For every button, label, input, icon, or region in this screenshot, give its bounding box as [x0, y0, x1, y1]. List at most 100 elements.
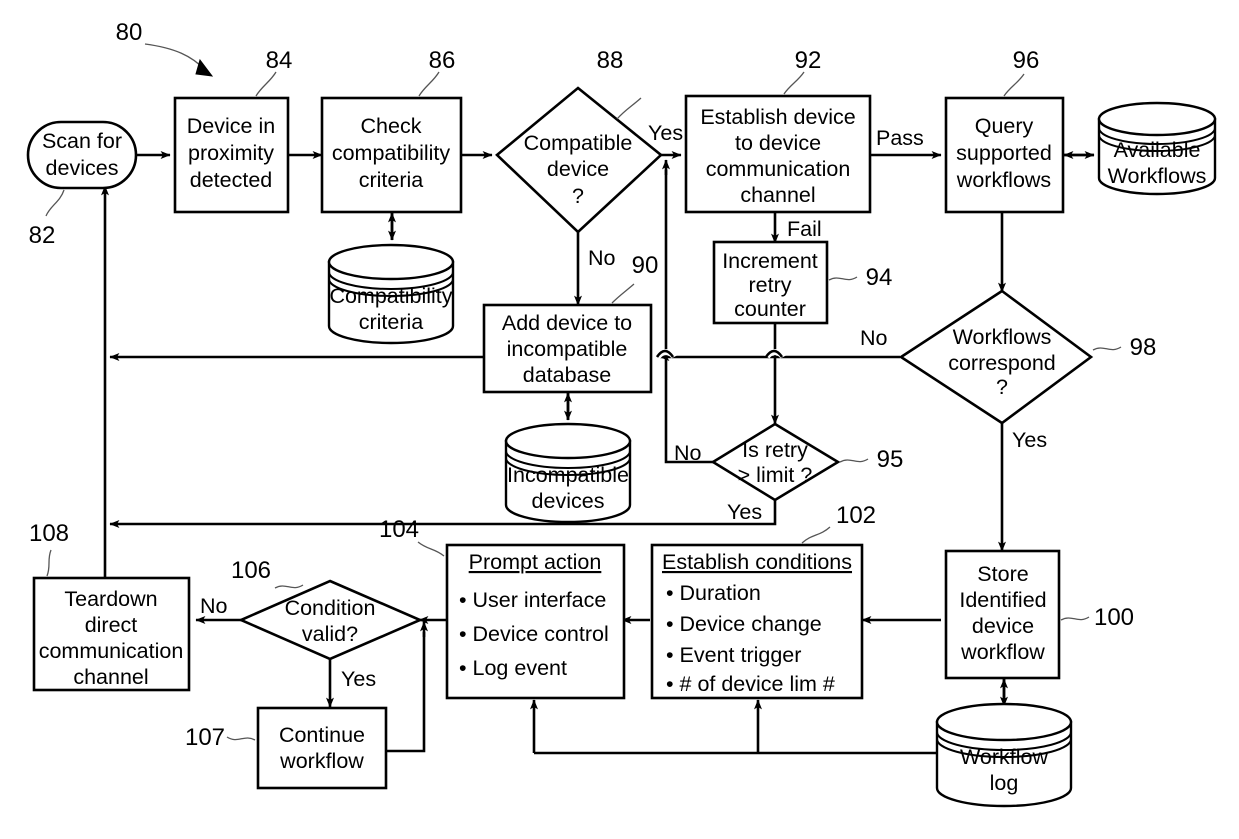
edge-label-compat-yes: Yes	[648, 121, 683, 145]
node-add-device-incompatible[interactable]: Add device to incompatible database 90	[482, 252, 658, 394]
node-incompatible-devices-db[interactable]: Incompatible devices	[504, 422, 632, 524]
ref-label-106: 106	[231, 557, 271, 584]
ref-98-leader	[1092, 346, 1122, 351]
query-shape	[944, 96, 1065, 214]
prompt-bullet-0: • User interface	[459, 588, 606, 612]
ref-84-leader	[255, 71, 277, 97]
edge-label-workflows-no: No	[860, 326, 888, 350]
compat-db-ring2	[328, 278, 454, 297]
ref-label-80: 80	[116, 19, 143, 46]
retry-label-2: > limit ?	[738, 463, 813, 487]
prompt-title: Prompt action	[469, 550, 602, 574]
ref-label-100: 100	[1094, 604, 1134, 631]
ref-label-104: 104	[379, 516, 419, 543]
node-increment-retry-counter[interactable]: Increment retry counter 94	[712, 240, 892, 325]
ref-102-leader	[801, 526, 831, 544]
teardown-label-2: direct	[85, 613, 138, 637]
edge-retry-no-path	[664, 170, 714, 464]
node-store-identified-workflow[interactable]: Store Identified device workflow 100	[944, 549, 1134, 680]
conditions-shape	[650, 543, 864, 700]
node-compatibility-criteria-db[interactable]: Compatibility criteria	[327, 243, 455, 345]
node-workflows-correspond-decision[interactable]: Workflows correspond ? 98	[898, 289, 1157, 425]
edge-retry-yes-path	[109, 500, 777, 528]
edge-label-retry-no: No	[674, 441, 702, 465]
node-device-in-proximity-detected[interactable]: Device in proximity detected 84	[173, 47, 292, 214]
incompat-db-label-2: devices	[532, 489, 605, 513]
avail-db-ring2	[1098, 134, 1216, 152]
ref-92-leader	[783, 71, 805, 95]
query-label-3: workflows	[956, 168, 1051, 192]
ref-80-arrowhead	[195, 58, 214, 77]
check-shape	[320, 96, 463, 214]
ref-label-108: 108	[29, 520, 69, 547]
store-label-3: device	[972, 614, 1034, 638]
ref-107-leader	[226, 736, 256, 741]
conditions-title: Establish conditions	[662, 550, 852, 574]
incompat-db-body	[504, 439, 632, 524]
avail-db-ring1	[1098, 127, 1216, 145]
log-db-top	[935, 702, 1073, 742]
continue-shape	[256, 706, 388, 790]
node-teardown-channel[interactable]: Teardown direct communication channel 10…	[29, 520, 191, 692]
proximity-shape	[173, 96, 290, 214]
continue-label-2: workflow	[279, 749, 364, 773]
establish-label-2: to device	[735, 131, 821, 155]
condition-label-2: valid?	[302, 622, 358, 646]
conditions-bullet-0: • Duration	[666, 581, 761, 605]
add-label-1: Add device to	[502, 311, 632, 335]
line-hops	[655, 349, 786, 359]
proximity-label-1: Device in	[187, 114, 275, 138]
ref-94-leader	[828, 276, 858, 281]
check-label-2: compatibility	[332, 141, 451, 165]
check-label-3: criteria	[359, 168, 424, 192]
node-workflow-log-db[interactable]: Workflow log	[935, 702, 1073, 808]
add-label-3: database	[523, 363, 611, 387]
hop-arc-2	[764, 349, 784, 358]
teardown-label-4: channel	[73, 665, 148, 689]
query-label-1: Query	[975, 114, 1034, 138]
teardown-shape	[32, 576, 191, 692]
hop-arc-1	[655, 349, 675, 358]
compat-db-body	[327, 260, 455, 345]
increment-shape	[712, 240, 829, 325]
node-establish-conditions[interactable]: Establish conditions • Duration • Device…	[650, 502, 876, 700]
node-condition-valid-decision[interactable]: Condition valid? 106	[231, 557, 424, 661]
edge-label-condition-no: No	[200, 594, 228, 618]
compat-decision-shape	[495, 86, 663, 234]
ref-label-86: 86	[429, 47, 456, 74]
compat-decision-label-1: Compatible	[524, 131, 633, 155]
node-is-retry-limit-decision[interactable]: Is retry > limit ? 95	[710, 422, 903, 502]
condition-decision-shape	[237, 579, 424, 661]
ref-88-leader	[616, 97, 642, 120]
ref-95-leader	[839, 458, 869, 463]
log-db-label-1: Workflow	[960, 745, 1048, 769]
node-prompt-action[interactable]: Prompt action • User interface • Device …	[379, 516, 626, 700]
ref-label-98: 98	[1130, 334, 1157, 361]
edge-label-pass: Pass	[876, 126, 924, 150]
edge-label-retry-yes: Yes	[727, 500, 762, 524]
scan-shape	[26, 120, 138, 190]
node-continue-workflow[interactable]: Continue workflow 107	[185, 706, 388, 790]
query-label-2: supported	[956, 141, 1052, 165]
compat-db-ring1	[328, 271, 454, 290]
node-scan-for-devices[interactable]: Scan for devices 82	[26, 120, 138, 249]
ref-label-88: 88	[597, 47, 624, 74]
conditions-bullet-1: • Device change	[666, 612, 822, 636]
ref-label-96: 96	[1013, 47, 1040, 74]
node-check-compatibility-criteria[interactable]: Check compatibility criteria 86	[320, 47, 463, 214]
retry-decision-shape	[710, 422, 841, 502]
prompt-shape	[445, 543, 626, 700]
ref-104-leader	[417, 541, 445, 557]
prompt-bullet-1: • Device control	[459, 622, 609, 646]
establish-label-1: Establish device	[700, 105, 855, 129]
node-available-workflows-db[interactable]: Available Workflows	[1097, 101, 1217, 196]
node-establish-channel[interactable]: Establish device to device communication…	[684, 47, 872, 214]
node-compatible-device-decision[interactable]: Compatible device ? 88	[495, 47, 663, 234]
compat-db-top	[327, 243, 455, 281]
ref-label-107: 107	[185, 724, 225, 751]
increment-label-1: Increment	[722, 249, 818, 273]
ref-108-leader	[46, 549, 52, 577]
add-incompatible-shape	[482, 303, 653, 394]
node-query-supported-workflows[interactable]: Query supported workflows 96	[944, 47, 1065, 214]
